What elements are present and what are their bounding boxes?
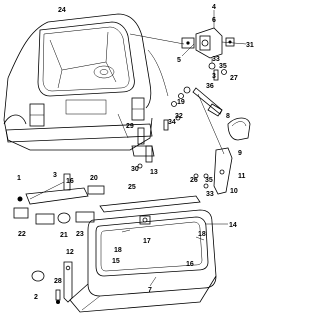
callout-16b: 16 — [186, 261, 194, 268]
hinge-assembly — [181, 10, 247, 81]
callout-35a: 35 — [219, 63, 227, 70]
callout-14: 14 — [229, 222, 237, 229]
callout-31: 31 — [246, 42, 254, 49]
callout-labels: 24 4 6 31 5 3 36 27 19 32 34 8 9 11 29 3… — [17, 4, 254, 301]
callout-30: 30 — [131, 166, 139, 173]
callout-20: 20 — [90, 175, 98, 182]
callout-11: 11 — [238, 173, 246, 180]
callout-9: 9 — [238, 150, 242, 157]
callout-4: 4 — [212, 4, 216, 11]
callout-25: 25 — [128, 184, 136, 191]
callout-24: 24 — [58, 7, 66, 14]
callout-15: 15 — [112, 258, 120, 265]
callout-36: 36 — [206, 83, 214, 90]
callout-33b: 33 — [206, 191, 214, 198]
callout-35: 35 — [205, 177, 213, 184]
callout-12: 12 — [66, 249, 74, 256]
rear-bumper — [5, 123, 153, 143]
callout-17: 17 — [143, 238, 151, 245]
emblem-garnish-set — [13, 173, 105, 225]
lower-brace — [193, 147, 233, 195]
callout-27: 27 — [230, 75, 238, 82]
callout-7: 7 — [148, 287, 152, 294]
latch-parts — [131, 127, 155, 169]
callout-5: 5 — [177, 57, 181, 64]
callout-23: 23 — [76, 231, 84, 238]
liftgate-panel — [69, 195, 228, 313]
callout-29: 29 — [126, 123, 134, 130]
callout-13: 13 — [150, 169, 158, 176]
callout-32: 32 — [175, 113, 183, 120]
gas-strut — [163, 86, 225, 155]
callout-33a: 33 — [212, 56, 220, 63]
callout-18b: 18 — [114, 247, 122, 254]
callout-10: 10 — [230, 188, 238, 195]
vehicle-rear-body — [3, 13, 185, 151]
parts-diagram: 24 4 6 31 5 3 36 27 19 32 34 8 9 11 29 3… — [3, 4, 254, 313]
callout-3b: 3 — [53, 172, 57, 179]
callout-19: 19 — [177, 99, 185, 106]
callout-3: 3 — [212, 73, 216, 80]
callout-28: 28 — [54, 278, 62, 285]
callout-6: 6 — [212, 17, 216, 24]
small-parts — [31, 261, 73, 304]
callout-34: 34 — [168, 119, 176, 126]
spoiler-strip — [99, 195, 201, 213]
trim-cover — [227, 117, 251, 141]
callout-21: 21 — [60, 232, 68, 239]
callout-16: 16 — [66, 178, 74, 185]
callout-26: 26 — [190, 177, 198, 184]
liftgate-opening — [37, 21, 135, 97]
callout-2: 2 — [34, 294, 38, 301]
stay-bracket — [63, 261, 73, 303]
callout-18a: 18 — [198, 231, 206, 238]
callout-22: 22 — [18, 231, 26, 238]
callout-1: 1 — [17, 175, 21, 182]
callout-8: 8 — [226, 113, 230, 120]
